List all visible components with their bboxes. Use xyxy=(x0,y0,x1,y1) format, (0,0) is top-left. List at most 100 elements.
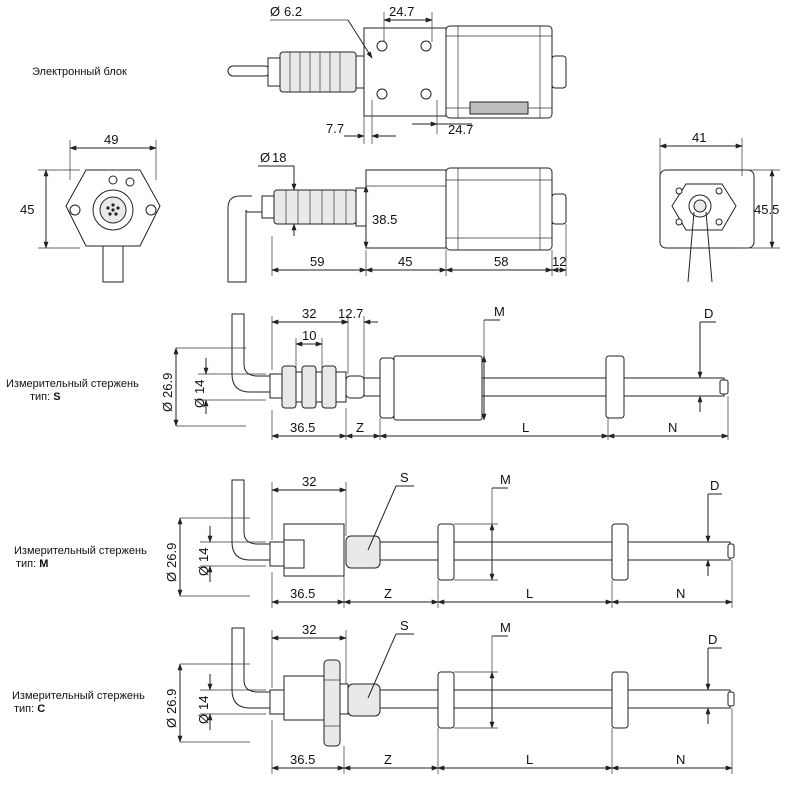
rod-s-dim-n: N xyxy=(668,420,677,435)
rod-c-label: Измерительный стержень тип: C xyxy=(12,690,145,716)
unit-top-hole-3 xyxy=(376,88,388,100)
unit-top-collar xyxy=(355,55,365,89)
unit-front-led xyxy=(108,175,118,185)
rod-s-dim-l: L xyxy=(522,420,529,435)
electronic-unit-label: Электронный блок xyxy=(32,66,127,78)
rod-c-dim-z: Z xyxy=(384,752,392,767)
rod-c-outer-diameter: 26.9 xyxy=(164,689,179,714)
dim-body-height: 38.5 xyxy=(372,212,397,227)
rod-c-dim-d: D xyxy=(708,632,717,647)
svg-text:Ø: Ø xyxy=(160,402,175,412)
rod-c-dim-32: 32 xyxy=(302,622,316,637)
unit-side-flange xyxy=(365,169,447,249)
unit-front-view: 49 45 xyxy=(20,132,161,283)
rod-c-stop xyxy=(611,671,629,729)
svg-text:Ø: Ø xyxy=(192,398,207,408)
rod-c-sleeve xyxy=(347,683,381,717)
rod-m-stop xyxy=(611,523,629,581)
rod-m-outer-diameter: 26.9 xyxy=(164,543,179,568)
rod-s-dim-10: 10 xyxy=(302,328,316,343)
rod-s-dim-32: 32 xyxy=(302,306,316,321)
rod-s-dim-d: D xyxy=(704,306,713,321)
rod-c-float xyxy=(437,671,455,729)
rod-c-dim-n: N xyxy=(676,752,685,767)
rod-s-dim-12-7: 12.7 xyxy=(338,306,363,321)
unit-top-nut xyxy=(267,57,281,87)
unit-top-hole-1 xyxy=(376,40,388,52)
svg-text:Ø: Ø xyxy=(196,714,211,724)
rod-c-type-code: C xyxy=(37,703,46,715)
unit-top-hole-2 xyxy=(420,40,432,52)
unit-top-endcap xyxy=(551,55,567,89)
rod-s-outer-diameter: 26.9 xyxy=(160,373,175,398)
rod-m-drawing: Ø 26.9 Ø 14 32 S M D 36.5 Z L N xyxy=(164,470,735,608)
unit-top-probe xyxy=(227,65,271,77)
unit-top-label-plate xyxy=(469,101,529,115)
dim-flange-offset: 7.7 xyxy=(326,121,344,136)
dim-hole-diameter: 6.2 xyxy=(284,4,302,19)
svg-text:Ø: Ø xyxy=(196,566,211,576)
rod-c-body xyxy=(283,675,325,721)
rod-c-dim-36-5: 36.5 xyxy=(290,752,315,767)
rod-m-dim-32: 32 xyxy=(302,474,316,489)
dim-length-a: 59 xyxy=(310,254,324,269)
rod-c-cable-bend xyxy=(231,627,273,709)
rod-s-ring-1 xyxy=(281,365,297,409)
unit-side-view: Ø 18 38.5 59 45 58 12 xyxy=(227,150,567,283)
rod-m-dim-z: Z xyxy=(384,586,392,601)
rod-c-inner-diameter: 14 xyxy=(196,696,211,710)
rod-m-type-code: M xyxy=(39,558,49,570)
rod-s-float-1 xyxy=(379,357,395,419)
unit-top-view: 24.7 Ø 6.2 24.7 7.7 xyxy=(227,4,567,144)
rod-c-nut xyxy=(323,659,341,747)
dim-hole-spacing-bottom: 24.7 xyxy=(448,122,473,137)
rod-s-drawing: Ø 26.9 Ø 14 32 10 12.7 M D 36.5 Z xyxy=(160,304,729,440)
rod-s-type-prefix: тип: xyxy=(30,391,51,403)
dim-length-b: 45 xyxy=(398,254,412,269)
unit-top-hole-4 xyxy=(420,88,432,100)
rod-s-cable-bend xyxy=(231,313,273,393)
unit-front-screw-left xyxy=(69,204,81,216)
rod-m-cable-bend xyxy=(231,479,273,561)
dim-side-height: 45.5 xyxy=(754,202,779,217)
rod-m-dim-m: M xyxy=(500,472,511,487)
rod-s-dim-m: M xyxy=(494,304,505,319)
rod-c-shaft xyxy=(379,689,731,709)
rod-m-type-prefix: тип: xyxy=(16,558,37,570)
rod-m-sleeve xyxy=(345,535,381,569)
rod-s-inner-diameter: 14 xyxy=(192,380,207,394)
rod-s-type-code: S xyxy=(53,391,61,403)
rod-s-float xyxy=(393,355,483,421)
dim-hole-spacing-top: 24.7 xyxy=(389,4,414,19)
rod-s-label: Измерительный стержень тип: S xyxy=(6,378,139,404)
rod-m-float xyxy=(437,523,455,581)
dim-front-width: 49 xyxy=(104,132,118,147)
rod-c-type-prefix: тип: xyxy=(14,703,35,715)
rod-c-dim-l: L xyxy=(526,752,533,767)
unit-front-screw-right xyxy=(145,204,157,216)
rod-m-dim-36-5: 36.5 xyxy=(290,586,315,601)
dim-front-height: 45 xyxy=(20,202,34,217)
rod-s-ring-3 xyxy=(321,365,337,409)
rod-m-label-text: Измерительный стержень xyxy=(14,545,147,557)
unit-top-connector xyxy=(279,51,357,93)
rod-m-inner-diameter: 14 xyxy=(196,548,211,562)
rod-m-dim-l: L xyxy=(526,586,533,601)
rod-m-dim-n: N xyxy=(676,586,685,601)
rod-m-dim-s: S xyxy=(400,470,409,485)
dim-length-c: 58 xyxy=(494,254,508,269)
rod-m-label: Измерительный стержень тип: M xyxy=(14,545,147,571)
svg-text:Ø: Ø xyxy=(164,572,179,582)
rod-c-drawing: Ø 26.9 Ø 14 32 S M D 36.5 Z L N xyxy=(164,618,735,774)
rod-s-dim-z: Z xyxy=(356,420,364,435)
dim-length-d: 12 xyxy=(552,254,566,269)
unit-top-flange xyxy=(363,27,447,117)
rod-m-shaft xyxy=(379,541,731,561)
dim-cable-diameter: 18 xyxy=(272,150,286,165)
rod-s-dim-36-5: 36.5 xyxy=(290,420,315,435)
rod-c-dim-m: M xyxy=(500,620,511,635)
svg-text:Ø: Ø xyxy=(260,150,270,165)
rod-s-ring-2 xyxy=(301,365,317,409)
unit-side-cable xyxy=(227,195,262,283)
